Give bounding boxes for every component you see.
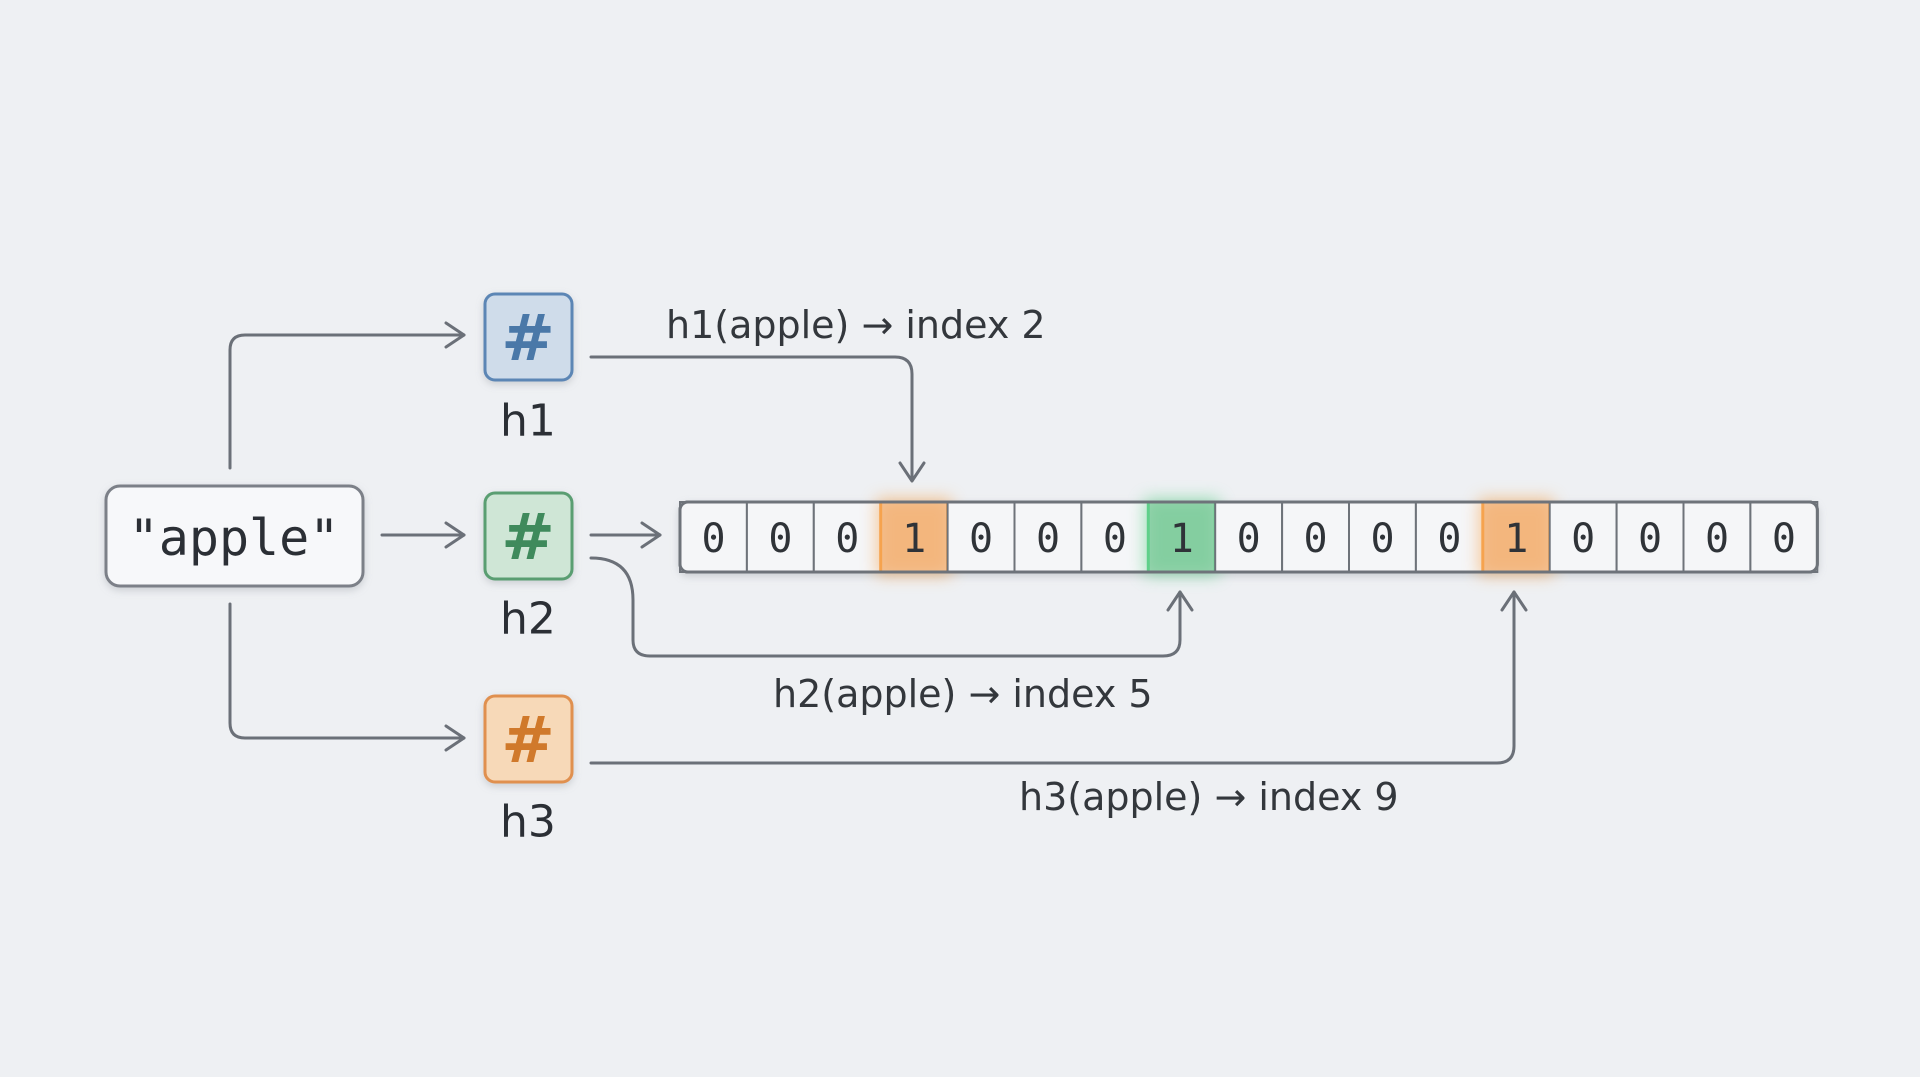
hash-label-h1: h1 bbox=[500, 396, 556, 447]
bit-cell: 0 bbox=[1615, 501, 1685, 573]
bit-value: 0 bbox=[701, 516, 725, 562]
hash-function-h2: # h2 bbox=[483, 491, 574, 645]
bit-cell-box bbox=[745, 501, 815, 573]
bit-cell: 0 bbox=[812, 501, 882, 573]
bit-value: 1 bbox=[1170, 516, 1194, 562]
h1-to-cell-wire bbox=[589, 355, 914, 482]
bit-cell: 0 bbox=[1080, 501, 1150, 573]
hash-function-h3: # h3 bbox=[483, 694, 574, 848]
bit-cell: 0 bbox=[1548, 501, 1618, 573]
hash-icon: # bbox=[501, 501, 555, 575]
bit-cell-box bbox=[1414, 501, 1484, 573]
bit-cell: 0 bbox=[1281, 501, 1350, 573]
bit-cell: 0 bbox=[1749, 501, 1819, 573]
bit-value: 0 bbox=[1638, 516, 1662, 562]
bit-value: 0 bbox=[1036, 516, 1060, 562]
input-box bbox=[104, 484, 365, 588]
bit-cell: 1 bbox=[876, 498, 952, 576]
annotation-h2: h2(apple) → index 5 bbox=[773, 672, 1153, 716]
hash-box-h2 bbox=[483, 491, 574, 581]
bit-cell: 1 bbox=[1144, 498, 1220, 576]
bit-cell: 0 bbox=[946, 501, 1016, 573]
h3-to-cell-wire bbox=[589, 590, 1516, 765]
hash-icon: # bbox=[501, 302, 555, 376]
h2-to-cell-wire bbox=[589, 556, 1182, 658]
bit-value: 0 bbox=[969, 516, 993, 562]
bit-cell-box bbox=[812, 501, 882, 573]
bit-cell: 0 bbox=[1348, 501, 1417, 573]
bit-cell-box bbox=[1281, 501, 1350, 573]
bit-value: 0 bbox=[1237, 516, 1261, 562]
hash-function-h1: # h1 bbox=[483, 292, 574, 447]
h3-to-cell-arrowhead bbox=[1500, 590, 1528, 612]
bit-cell-box bbox=[1214, 501, 1284, 573]
input-to-h1-arrowhead bbox=[444, 321, 466, 349]
bit-value: 1 bbox=[1504, 516, 1528, 562]
connectors bbox=[228, 321, 1528, 765]
bit-array-border bbox=[678, 500, 1819, 574]
bit-value: 0 bbox=[1303, 516, 1327, 562]
bit-value: 0 bbox=[1437, 516, 1461, 562]
bit-cell: 0 bbox=[1414, 501, 1484, 573]
bit-cell: 0 bbox=[745, 501, 815, 573]
bit-cell-box bbox=[879, 500, 950, 574]
input-node: "apple" bbox=[104, 484, 365, 588]
hash-label-h3: h3 bbox=[500, 797, 556, 848]
h2-to-array-arrowhead bbox=[640, 521, 662, 549]
bit-value: 0 bbox=[1370, 516, 1394, 562]
bit-value: 0 bbox=[1772, 516, 1796, 562]
bit-cell-box bbox=[1682, 501, 1752, 573]
input-to-h3-arrowhead bbox=[444, 724, 466, 752]
bit-value: 0 bbox=[1705, 516, 1729, 562]
bit-cell: 0 bbox=[1214, 501, 1284, 573]
annotation-h3: h3(apple) → index 9 bbox=[1019, 775, 1399, 819]
bit-cell: 1 bbox=[1478, 498, 1554, 576]
input-to-h3-wire bbox=[228, 602, 466, 740]
hash-box-h3 bbox=[483, 694, 574, 784]
bit-value: 0 bbox=[1571, 516, 1595, 562]
input-to-h1-wire bbox=[228, 333, 466, 470]
hash-icon: # bbox=[501, 704, 555, 778]
bit-cell: 0 bbox=[1013, 501, 1083, 573]
hash-box-h1 bbox=[483, 292, 574, 382]
bit-value: 1 bbox=[902, 516, 926, 562]
annotations: h1(apple) → index 2 h2(apple) → index 5 … bbox=[666, 303, 1399, 819]
bit-cell: 0 bbox=[1682, 501, 1752, 573]
bit-cell-box bbox=[1348, 501, 1417, 573]
h2-to-cell-arrowhead bbox=[1166, 590, 1194, 612]
bit-value: 0 bbox=[835, 516, 859, 562]
bit-value: 0 bbox=[1103, 516, 1127, 562]
hash-label-h2: h2 bbox=[500, 594, 556, 645]
annotation-h1: h1(apple) → index 2 bbox=[666, 303, 1046, 347]
bit-value: 0 bbox=[768, 516, 792, 562]
bit-cell-box bbox=[1080, 501, 1150, 573]
bit-cell: 0 bbox=[679, 501, 748, 573]
input-to-h2-arrowhead bbox=[444, 521, 466, 549]
input-value: "apple" bbox=[129, 509, 340, 567]
h1-to-cell-arrowhead bbox=[898, 461, 926, 483]
